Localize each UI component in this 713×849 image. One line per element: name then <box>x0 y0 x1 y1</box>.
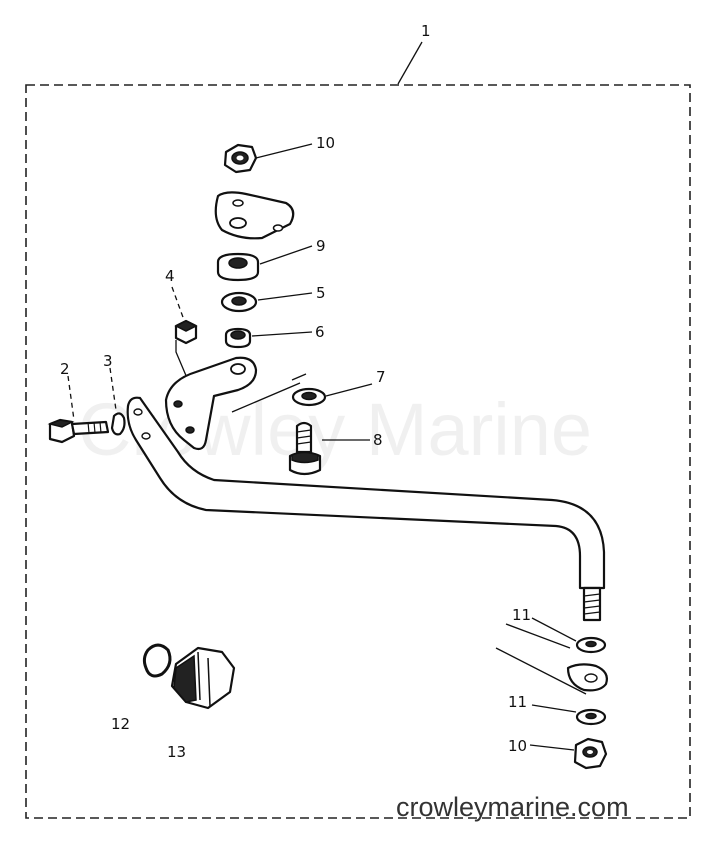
callout-12: 12 <box>111 715 130 733</box>
hex-nut-13 <box>170 646 236 710</box>
nut-4 <box>174 319 198 345</box>
dash-stack-a <box>505 623 571 649</box>
callout-4: 4 <box>165 267 175 285</box>
dash-link-7b <box>291 373 307 381</box>
callout-11-lower: 11 <box>508 693 527 711</box>
callout-13: 13 <box>167 743 186 761</box>
callout-7: 7 <box>376 368 386 386</box>
callout-1: 1 <box>421 22 431 40</box>
leader-6 <box>251 331 313 337</box>
callout-10-bottom: 10 <box>508 737 527 755</box>
lock-washer-3 <box>110 412 126 436</box>
dash-stack-b <box>495 647 587 695</box>
leader-1 <box>397 41 423 85</box>
callout-6: 6 <box>315 323 325 341</box>
callout-11-upper: 11 <box>512 606 531 624</box>
washer-5 <box>220 291 258 313</box>
callout-5: 5 <box>316 284 326 302</box>
leader-9 <box>259 245 313 265</box>
dash-link-7 <box>231 382 301 413</box>
washer-7 <box>291 387 327 407</box>
leader-11b <box>531 704 577 713</box>
lock-nut-bottom <box>573 737 608 770</box>
leader-5 <box>257 292 313 301</box>
callout-9: 9 <box>316 237 326 255</box>
leader-2 <box>67 375 75 421</box>
o-ring-12 <box>142 643 172 678</box>
tab-plate <box>566 663 608 692</box>
shoulder-bolt-8 <box>288 421 322 476</box>
leader-10a <box>255 143 313 159</box>
link-arm <box>164 356 258 451</box>
callout-10-top: 10 <box>316 134 335 152</box>
callout-2: 2 <box>60 360 70 378</box>
bracket-plate <box>214 191 295 240</box>
leader-7 <box>325 383 373 397</box>
hex-bolt-2 <box>47 418 110 444</box>
bushing-9 <box>216 252 260 282</box>
callout-3: 3 <box>103 352 113 370</box>
leader-11a <box>531 617 577 642</box>
leader-10b <box>529 744 575 751</box>
callout-8: 8 <box>373 431 383 449</box>
kit-boundary <box>25 84 691 819</box>
leader-4 <box>171 286 185 321</box>
leader-3 <box>109 367 117 411</box>
watermark-footer: crowleymarine.com <box>396 792 629 822</box>
collar-6 <box>224 327 252 349</box>
washer-11-upper <box>575 636 607 654</box>
steering-rod <box>126 396 606 622</box>
lock-nut-top <box>223 143 258 174</box>
washer-11-lower <box>575 708 607 726</box>
